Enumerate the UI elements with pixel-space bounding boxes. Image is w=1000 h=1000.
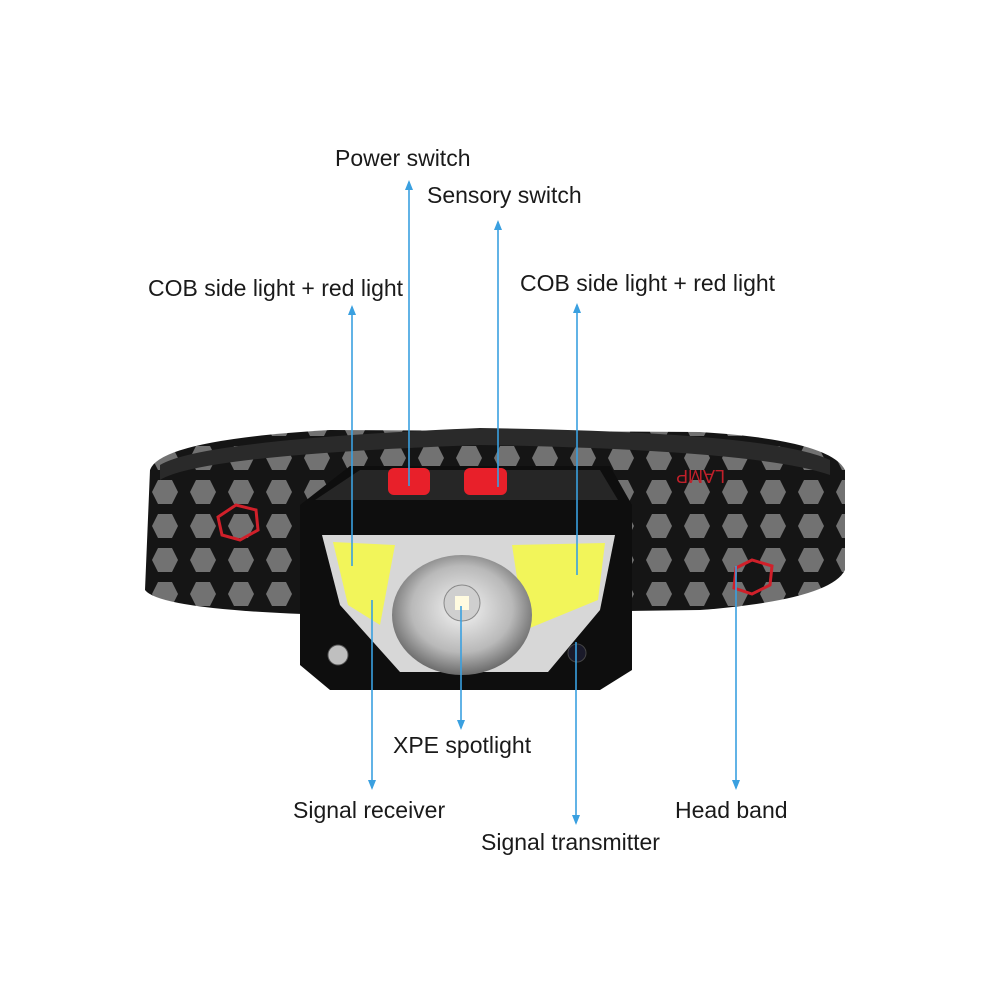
cob-light-right (512, 543, 605, 630)
label-power-switch: Power switch (335, 145, 471, 171)
label-head-band: Head band (675, 797, 788, 823)
label-xpe-spotlight: XPE spotlight (393, 732, 532, 758)
signal-transmitter-sensor (567, 643, 587, 663)
signal-receiver-sensor (327, 644, 349, 666)
label-signal-transmitter: Signal transmitter (481, 829, 660, 855)
label-signal-receiver: Signal receiver (293, 797, 446, 823)
band-text: LAMP (676, 466, 725, 486)
leader-lines (348, 180, 740, 825)
label-sensory-switch: Sensory switch (427, 182, 582, 208)
sensory-switch-button (464, 468, 507, 495)
cob-light-left (333, 542, 395, 625)
lamp-housing (300, 466, 632, 690)
xpe-led (455, 596, 469, 610)
label-cob-right: COB side light + red light (520, 270, 776, 296)
label-cob-left: COB side light + red light (148, 275, 404, 301)
